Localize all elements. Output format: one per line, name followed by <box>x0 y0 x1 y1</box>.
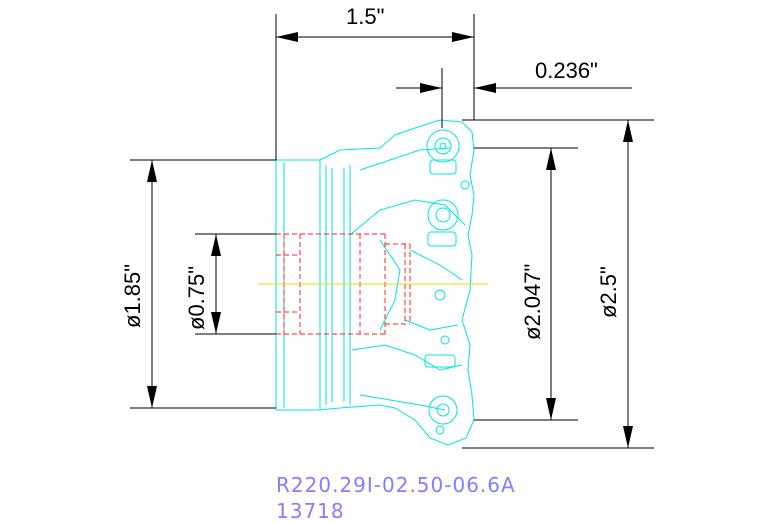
dim-hub-diameter <box>130 159 276 409</box>
cutter-outline <box>275 119 475 446</box>
part-code: 13718 <box>276 499 345 523</box>
dim-bore-diameter-label: ø0.75" <box>184 266 209 330</box>
dim-length-label: 1.5" <box>346 4 384 29</box>
dim-offset-label: 0.236" <box>535 58 598 83</box>
dim-body-diameter <box>474 147 578 421</box>
part-number: R220.29I-02.50-06.6A <box>276 473 516 497</box>
dim-bore-diameter <box>195 233 276 335</box>
dim-body-diameter-label: ø2.047" <box>520 264 545 340</box>
dim-cutting-diameter <box>462 119 654 449</box>
dim-offset <box>396 68 632 128</box>
dim-length <box>275 14 475 160</box>
dim-cutting-diameter-label: ø2.5" <box>596 266 621 318</box>
dim-hub-diameter-label: ø1.85" <box>120 264 145 328</box>
